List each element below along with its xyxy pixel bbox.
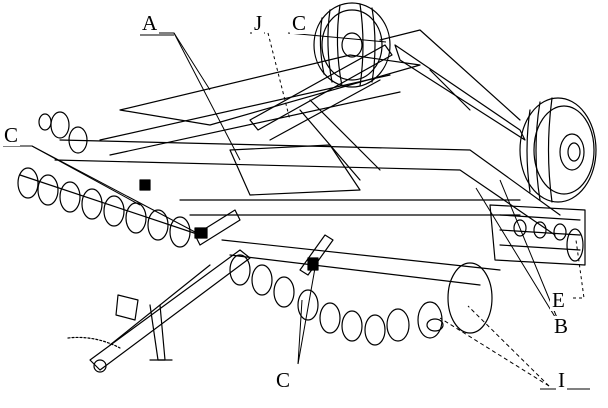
leader-i-2 — [467, 305, 550, 387]
label-i: I — [556, 368, 567, 392]
leader-j — [250, 32, 291, 121]
leader-c-left-2 — [31, 145, 196, 233]
leader-lines — [3, 32, 590, 390]
leader-b-1 — [475, 187, 561, 326]
leader-a-2 — [173, 32, 241, 161]
label-c-left: C — [2, 123, 21, 147]
label-c-bottom: C — [274, 368, 293, 392]
label-e: E — [550, 288, 567, 312]
leader-c-bottom-2 — [297, 267, 316, 365]
label-a: A — [140, 11, 160, 35]
rear-wheel-right — [519, 97, 597, 203]
label-c-top: C — [290, 11, 309, 35]
label-b: B — [552, 314, 571, 338]
rear-wheel-top — [313, 2, 391, 88]
leader-c-left-1 — [3, 145, 141, 206]
label-j: J — [252, 11, 265, 35]
rear-disc-row — [221, 239, 501, 346]
leader-i-1 — [439, 317, 550, 387]
leader-c-bottom-1 — [297, 299, 303, 365]
leader-e — [573, 239, 585, 299]
front-disc-row — [17, 111, 201, 248]
leader-c-top — [287, 32, 387, 43]
drawbar — [67, 249, 251, 373]
hydraulic-cylinders — [139, 44, 393, 276]
main-frame — [54, 29, 561, 236]
packer-roller — [489, 204, 586, 266]
